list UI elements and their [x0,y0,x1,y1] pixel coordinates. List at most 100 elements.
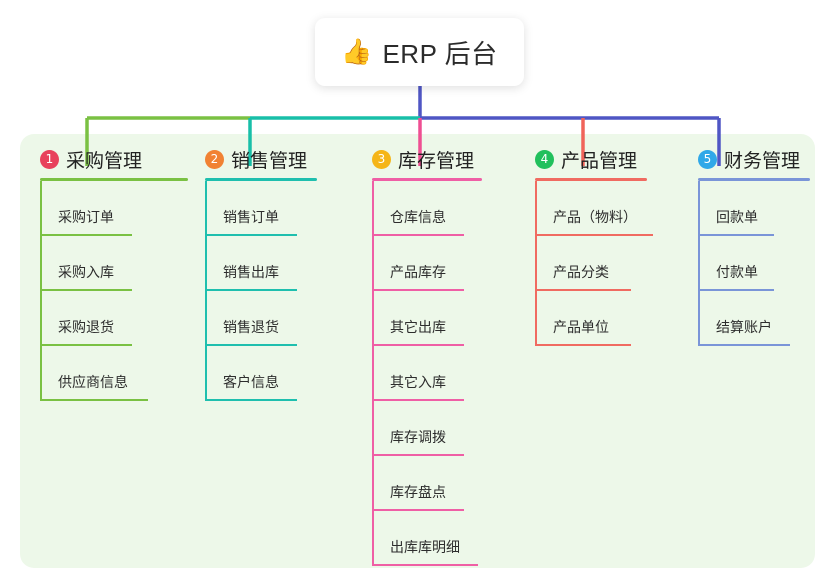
branch-spine [205,181,207,401]
leaf-item[interactable]: 产品库存 [372,236,482,291]
leaf-item-underline [698,289,774,291]
branch-column-1: 1 采购管理采购订单采购入库采购退货供应商信息 [40,146,188,401]
branch-column-4: 4 产品管理产品（物料） 产品分类产品单位 [535,146,653,346]
leaf-item-underline [372,454,464,456]
leaf-item-label: 销售出库 [223,264,279,280]
leaf-item[interactable]: 销售出库 [205,236,317,291]
branch-underline [698,178,810,181]
leaf-item-underline [205,289,297,291]
leaf-item-label: 采购入库 [58,264,114,280]
branch-header-2[interactable]: 2 销售管理 [205,146,317,172]
leaf-item-label: 付款单 [716,264,758,280]
branch-column-2: 2 销售管理销售订单销售出库销售退货客户信息 [205,146,317,401]
leaf-item-label: 销售退货 [223,319,279,335]
leaf-item-underline [205,399,297,401]
leaf-item[interactable]: 付款单 [698,236,810,291]
branch-items: 销售订单销售出库销售退货客户信息 [205,181,317,401]
leaf-item-label: 供应商信息 [58,374,128,390]
branch-column-5: 5 财务管理回款单付款单结算账户 [698,146,810,346]
leaf-item-underline [40,344,132,346]
leaf-item[interactable]: 回款单 [698,181,810,236]
branch-number-badge: 3 [372,149,391,169]
leaf-item[interactable]: 采购订单 [40,181,188,236]
leaf-item-label: 产品分类 [553,264,609,280]
branch-header-1[interactable]: 1 采购管理 [40,146,188,172]
leaf-item-label: 出库库明细 [390,539,460,555]
branch-title: 产品管理 [561,150,638,172]
leaf-item[interactable]: 销售订单 [205,181,317,236]
branch-number-badge: 5 [698,149,717,169]
branch-spine [372,181,374,566]
leaf-item-underline [40,399,148,401]
branch-header-3[interactable]: 3 库存管理 [372,146,482,172]
leaf-item-underline [535,234,653,236]
leaf-item-label: 其它出库 [390,319,446,335]
leaf-item-underline [698,234,774,236]
leaf-item-underline [40,289,132,291]
branch-spine [698,181,700,346]
branch-underline [535,178,647,181]
branch-title: 库存管理 [398,150,475,172]
leaf-item[interactable]: 产品（物料） [535,181,653,236]
leaf-item-label: 结算账户 [716,319,772,335]
leaf-item-label: 客户信息 [223,374,279,390]
leaf-item[interactable]: 采购退货 [40,291,188,346]
leaf-item[interactable]: 产品单位 [535,291,647,346]
branch-items: 仓库信息产品库存其它出库其它入库库存调拨库存盘点出库库明细 [372,181,482,566]
branch-title: 采购管理 [66,150,143,172]
leaf-item[interactable]: 库存调拨 [372,401,482,456]
leaf-item[interactable]: 采购入库 [40,236,188,291]
branch-title: 销售管理 [231,150,308,172]
leaf-item[interactable]: 产品分类 [535,236,647,291]
leaf-item-underline [535,289,631,291]
branch-column-3: 3 库存管理仓库信息产品库存其它出库其它入库库存调拨库存盘点出库库明细 [372,146,482,566]
leaf-item[interactable]: 供应商信息 [40,346,188,401]
leaf-item-underline [535,344,631,346]
leaf-item-underline [372,399,464,401]
leaf-item[interactable]: 结算账户 [698,291,810,346]
thumbs-up-icon: 👍 [341,37,373,66]
branch-items: 回款单付款单结算账户 [698,181,810,346]
branch-underline [372,178,482,181]
branch-items: 产品（物料） 产品分类产品单位 [535,181,653,346]
leaf-item-underline [372,234,464,236]
branch-title: 财务管理 [724,150,801,172]
leaf-item-label: 采购退货 [58,319,114,335]
leaf-item-underline [372,564,478,566]
leaf-item-underline [698,344,790,346]
leaf-item-label: 仓库信息 [390,209,446,225]
leaf-item-label: 回款单 [716,209,758,225]
diagram-background-panel [20,134,815,568]
branch-spine [535,181,537,346]
leaf-item[interactable]: 销售退货 [205,291,317,346]
root-title: ERP 后台 [382,38,498,69]
leaf-item[interactable]: 其它入库 [372,346,482,401]
leaf-item-label: 产品单位 [553,319,609,335]
branch-items: 采购订单采购入库采购退货供应商信息 [40,181,188,401]
leaf-item-label: 产品库存 [390,264,446,280]
branch-spine [40,181,42,401]
branch-number-badge: 2 [205,149,224,169]
branch-header-4[interactable]: 4 产品管理 [535,146,647,172]
branch-number-badge: 4 [535,149,554,169]
leaf-item[interactable]: 其它出库 [372,291,482,346]
leaf-item[interactable]: 库存盘点 [372,456,482,511]
leaf-item-label: 销售订单 [223,209,279,225]
leaf-item-label: 库存盘点 [390,484,446,500]
branch-number-badge: 1 [40,149,59,169]
root-node[interactable]: 👍 ERP 后台 [315,18,524,86]
leaf-item[interactable]: 仓库信息 [372,181,482,236]
leaf-item[interactable]: 客户信息 [205,346,317,401]
branch-header-5[interactable]: 5 财务管理 [698,146,810,172]
leaf-item[interactable]: 出库库明细 [372,511,482,566]
leaf-item-label: 产品（物料） [553,209,637,225]
leaf-item-underline [372,289,464,291]
leaf-item-underline [372,344,464,346]
leaf-item-label: 其它入库 [390,374,446,390]
branch-underline [205,178,317,181]
leaf-item-label: 采购订单 [58,209,114,225]
leaf-item-underline [372,509,464,511]
branch-underline [40,178,188,181]
leaf-item-underline [205,234,297,236]
